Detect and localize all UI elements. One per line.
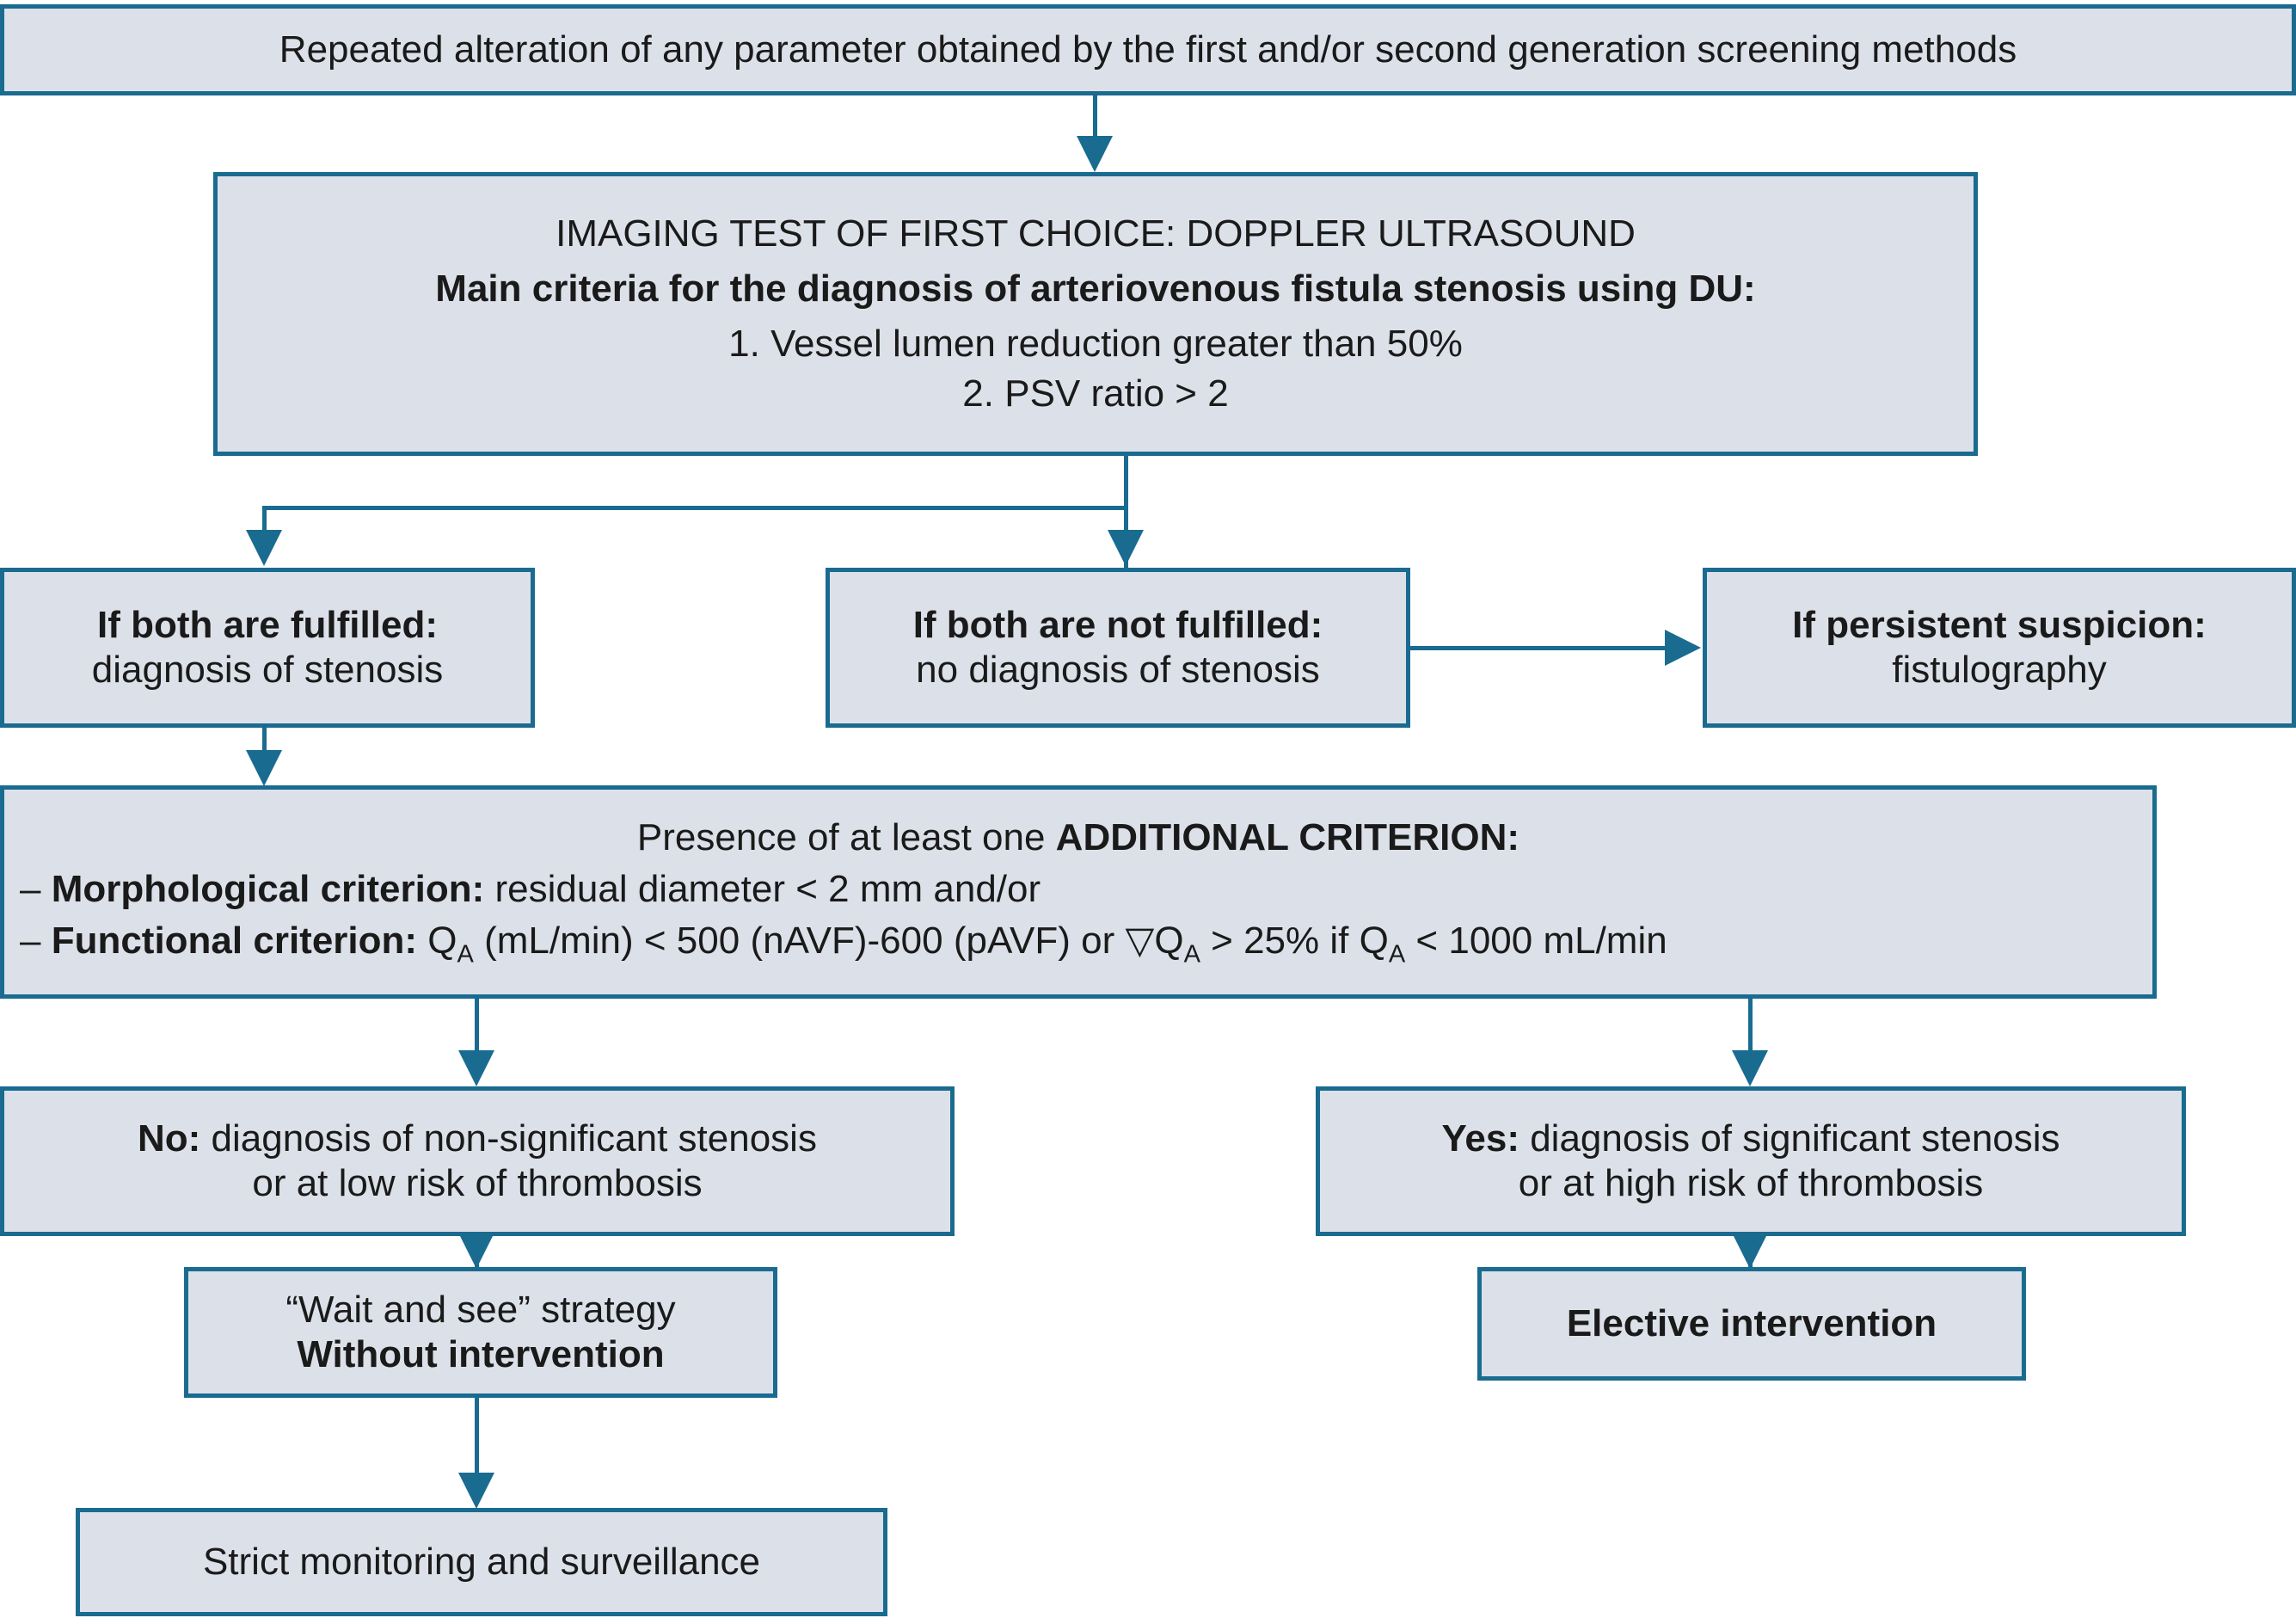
connector-fulfilled-to-addcrit-arrow — [246, 750, 282, 786]
no-result-line1: No: diagnosis of non-significant stenosi… — [16, 1117, 938, 1161]
addcrit-func-part2: (mL/min) < 500 (nAVF)-600 (pAVF) or — [473, 919, 1126, 962]
connector-wait-to-strict-line — [475, 1398, 479, 1480]
addcrit-func-sub1: A — [457, 940, 474, 968]
connector-fulfilled-to-addcrit-line — [262, 728, 267, 755]
connector-notfulfilled-to-suspicion-arrow — [1665, 630, 1701, 666]
elective-line1: Elective intervention — [1566, 1302, 1937, 1345]
connector-addcrit-to-yes-line — [1748, 999, 1753, 1055]
connector-du-branch-left-drop — [262, 506, 267, 533]
addcrit-func-part3: Q — [1154, 919, 1184, 962]
node-elective-intervention: Elective intervention — [1477, 1267, 2026, 1381]
addcrit-morph-text: residual diameter < 2 mm and/or — [484, 867, 1041, 910]
connector-yes-to-elective-arrow — [1732, 1233, 1768, 1269]
no-result-line2: or at low risk of thrombosis — [252, 1162, 703, 1204]
persistent-suspicion-line2: fistulography — [1892, 649, 2107, 691]
addcrit-func-part1: Q — [417, 919, 457, 962]
yes-result-line2: or at high risk of thrombosis — [1518, 1162, 1984, 1204]
du-heading: IMAGING TEST OF FIRST CHOICE: DOPPLER UL… — [556, 212, 1636, 255]
connector-addcrit-to-yes-arrow — [1732, 1050, 1768, 1086]
connector-du-to-fulfilled-arrow — [246, 530, 282, 566]
connector-notfulfilled-to-suspicion-line — [1410, 646, 1670, 650]
addcrit-func-dash: – — [20, 919, 52, 962]
node-repeated-alteration: Repeated alteration of any parameter obt… — [0, 4, 2296, 95]
addcrit-morphological: – Morphological criterion: residual diam… — [20, 867, 2137, 912]
du-criterion-1: 1. Vessel lumen reduction greater than 5… — [728, 323, 1463, 365]
node-no-nonsignificant-stenosis: No: diagnosis of non-significant stenosi… — [0, 1086, 955, 1236]
wait-line2: Without intervention — [297, 1333, 665, 1375]
node-both-fulfilled: If both are fulfilled: diagnosis of sten… — [0, 568, 535, 728]
no-result-line1-rest: diagnosis of non-significant stenosis — [200, 1117, 817, 1160]
nabla-icon: ▽ — [1125, 919, 1155, 962]
addcrit-func-sub3: A — [1388, 940, 1406, 968]
both-not-fulfilled-line2: no diagnosis of stenosis — [916, 649, 1320, 691]
connector-wait-to-strict-arrow — [458, 1473, 494, 1509]
node-yes-significant-stenosis: Yes: diagnosis of significant stenosis o… — [1316, 1086, 2186, 1236]
addcrit-heading-bold: ADDITIONAL CRITERION: — [1055, 815, 1520, 858]
addcrit-functional: – Functional criterion: QA (mL/min) < 50… — [20, 919, 2137, 969]
addcrit-func-sub2: A — [1183, 940, 1200, 968]
addcrit-heading-plain: Presence of at least one — [636, 815, 1056, 858]
node-wait-and-see: “Wait and see” strategy Without interven… — [184, 1267, 777, 1398]
yes-result-line1-rest: diagnosis of significant stenosis — [1519, 1117, 2060, 1160]
connector-du-branch-horizontal — [262, 506, 1128, 510]
yes-result-label: Yes: — [1441, 1117, 1519, 1160]
persistent-suspicion-line1: If persistent suspicion: — [1792, 604, 2207, 647]
connector-addcrit-to-no-arrow — [458, 1050, 494, 1086]
both-not-fulfilled-line1: If both are not fulfilled: — [912, 604, 1323, 647]
both-fulfilled-line2: diagnosis of stenosis — [91, 649, 444, 691]
addcrit-heading: Presence of at least one ADDITIONAL CRIT… — [20, 815, 2137, 860]
strict-line1: Strict monitoring and surveillance — [202, 1541, 761, 1584]
connector-du-to-notfulfilled-arrow — [1108, 530, 1144, 566]
both-fulfilled-line1: If both are fulfilled: — [97, 604, 438, 647]
node-repeated-alteration-line1: Repeated alteration of any parameter obt… — [279, 28, 2017, 71]
node-persistent-suspicion: If persistent suspicion: fistulography — [1703, 568, 2296, 728]
du-criterion-2: 2. PSV ratio > 2 — [962, 372, 1229, 415]
no-result-label: No: — [138, 1117, 201, 1160]
node-both-not-fulfilled: If both are not fulfilled: no diagnosis … — [826, 568, 1410, 728]
node-additional-criterion: Presence of at least one ADDITIONAL CRIT… — [0, 785, 2157, 999]
yes-result-line1: Yes: diagnosis of significant stenosis — [1332, 1117, 2170, 1161]
node-doppler-ultrasound: IMAGING TEST OF FIRST CHOICE: DOPPLER UL… — [213, 172, 1978, 456]
node-strict-monitoring: Strict monitoring and surveillance — [76, 1508, 887, 1616]
wait-line1: “Wait and see” strategy — [285, 1289, 676, 1332]
du-subheading: Main criteria for the diagnosis of arter… — [435, 268, 1756, 311]
connector-top-to-du-line — [1093, 95, 1097, 149]
addcrit-morph-label: Morphological criterion: — [51, 867, 485, 910]
addcrit-func-label: Functional criterion: — [51, 919, 418, 962]
connector-du-stem — [1124, 456, 1128, 568]
addcrit-morph-dash: – — [20, 867, 52, 910]
addcrit-func-part5: < 1000 mL/min — [1405, 919, 1667, 962]
connector-addcrit-to-no-line — [475, 999, 479, 1055]
addcrit-func-part4: > 25% if Q — [1200, 919, 1389, 962]
connector-top-to-du-arrow — [1077, 136, 1113, 172]
connector-no-to-wait-arrow — [458, 1233, 494, 1269]
